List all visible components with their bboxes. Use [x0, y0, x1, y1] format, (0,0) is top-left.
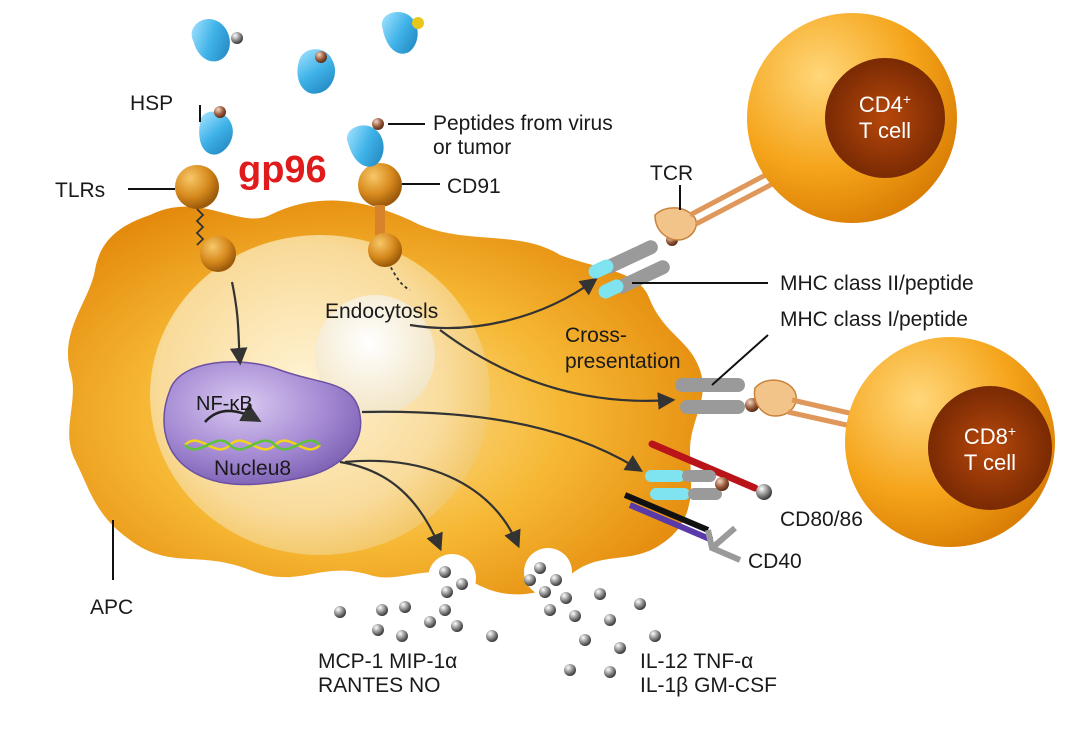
label-peptides-line2: or tumor — [433, 136, 511, 159]
label-nucleus: Nucleu8 — [214, 457, 291, 480]
label-cd40: CD40 — [748, 550, 802, 573]
endocytosis-arrow-up — [409, 277, 598, 330]
tcr-receptor-cd4 — [654, 167, 782, 241]
label-cd80-86: CD80/86 — [780, 508, 863, 531]
cd8-name: CD8 — [964, 424, 1008, 449]
nucleus-to-costim-arrow — [361, 410, 643, 472]
diagram-title: gp96 — [238, 149, 327, 191]
signal-arrow — [229, 281, 248, 366]
cd40-molecule — [623, 492, 742, 563]
cross-presentation-arrow — [439, 329, 676, 410]
mhc-class-i-complex — [675, 378, 759, 414]
mhc-class-ii-complex — [588, 234, 678, 299]
label-endocytosis: Endocytosls — [325, 300, 438, 323]
cd4-t-cell: CD4+ T cell — [747, 13, 957, 223]
cd80-86-molecule — [645, 440, 772, 500]
label-cross-line1: Cross- — [565, 324, 627, 347]
endocytosis-arrow-dashed — [387, 261, 411, 291]
nucleus — [163, 361, 362, 486]
mhc1-leader — [711, 334, 769, 386]
dna-helix — [184, 439, 321, 451]
nfkb-arrow — [204, 403, 262, 423]
cd8-t-cell: CD8+ T cell — [845, 337, 1055, 547]
label-cd91: CD91 — [447, 175, 501, 198]
label-cytokines-right-line2: IL-1β GM-CSF — [640, 674, 777, 697]
cd8-line2: T cell — [964, 450, 1016, 475]
secretion-arrow-2 — [344, 459, 521, 549]
nucleolus — [315, 295, 435, 415]
svg-text:CD8+: CD8+ — [964, 423, 1016, 449]
label-cross-line2: presentation — [565, 350, 681, 373]
label-apc: APC — [90, 596, 133, 619]
label-cytokines-left-line2: RANTES NO — [318, 674, 441, 697]
label-tcr: TCR — [650, 162, 693, 185]
label-peptides-line1: Peptides from virus — [433, 112, 613, 135]
cd8-sup: + — [1008, 423, 1016, 439]
label-mhc-class-i: MHC class I/peptide — [780, 308, 968, 331]
cd4-line2: T cell — [859, 118, 911, 143]
cd4-sup: + — [903, 91, 911, 107]
svg-text:CD4+: CD4+ — [859, 91, 911, 117]
label-nfkb: NF-κB — [196, 393, 253, 415]
label-hsp: HSP — [130, 92, 173, 115]
label-cytokines-right-line1: IL-12 TNF-α — [640, 650, 753, 673]
hsp-protein-icon — [191, 12, 424, 167]
tlr-receptor — [175, 165, 236, 272]
label-mhc-class-ii: MHC class II/peptide — [780, 272, 974, 295]
label-tlrs: TLRs — [55, 179, 105, 202]
secretion-arrow-1 — [339, 460, 443, 552]
cd91-receptor — [358, 163, 402, 267]
cytokine-bead-icon — [334, 562, 661, 678]
cd4-name: CD4 — [859, 92, 903, 117]
label-cytokines-left-line1: MCP-1 MIP-1α — [318, 650, 457, 673]
secretion-vesicle-left — [428, 554, 476, 602]
